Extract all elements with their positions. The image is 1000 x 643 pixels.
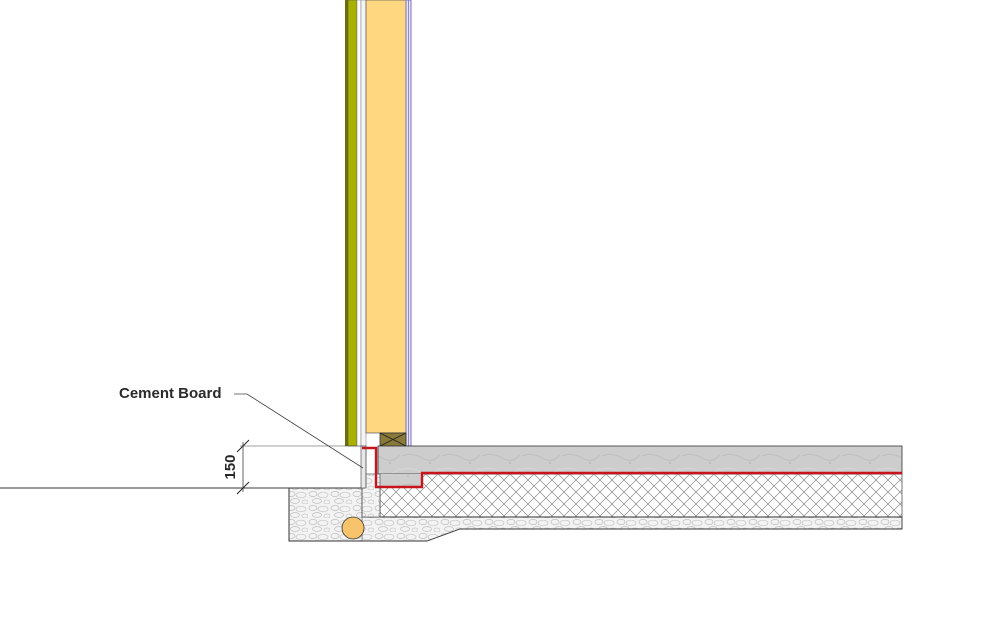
wall-insulation — [365, 0, 407, 434]
backer-rod — [341, 516, 365, 540]
waterproof-membrane — [362, 446, 902, 489]
cladding-dark-layer — [345, 0, 348, 446]
cement-board-callout: Cement Board — [119, 385, 364, 469]
floor-slab — [377, 445, 903, 475]
wall-sheathing — [360, 0, 367, 447]
sub-slab-insulation — [379, 473, 903, 518]
slab-edge-step — [378, 474, 422, 487]
cladding-outer-layer — [347, 0, 358, 447]
cladding-gap — [356, 0, 362, 447]
callout-label: Cement Board — [119, 385, 222, 402]
dimension-value: 150 — [222, 454, 239, 479]
height-dimension: 150 — [222, 439, 362, 495]
